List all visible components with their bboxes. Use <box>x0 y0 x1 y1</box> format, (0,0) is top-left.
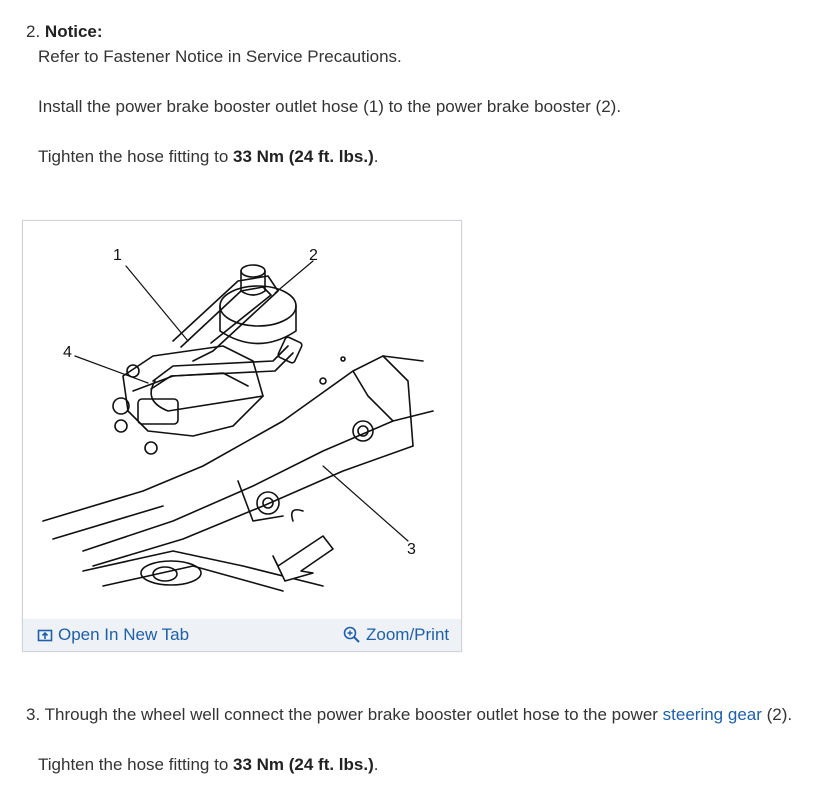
torque-value: 33 Nm (24 ft. lbs.) <box>233 147 374 166</box>
step-3-torque-instruction: Tighten the hose fitting to 33 Nm (24 ft… <box>38 755 379 775</box>
open-new-tab-icon <box>37 627 53 643</box>
zoom-print-button[interactable]: Zoom/Print <box>343 625 449 645</box>
torque-suffix: . <box>373 755 379 774</box>
open-in-new-tab-label: Open In New Tab <box>58 625 190 644</box>
callout-2: 2 <box>309 247 318 264</box>
step-3-prefix: Through the wheel well connect the power… <box>44 705 663 724</box>
step-3-instruction: 3. Through the wheel well connect the po… <box>26 705 792 725</box>
steering-gear-link[interactable]: steering gear <box>662 705 762 724</box>
step-number: 2. <box>26 22 41 41</box>
torque-instruction: Tighten the hose fitting to 33 Nm (24 ft… <box>38 147 379 167</box>
open-in-new-tab-button[interactable]: Open In New Tab <box>37 625 189 645</box>
install-instruction: Install the power brake booster outlet h… <box>38 97 622 116</box>
zoom-in-icon <box>343 626 361 644</box>
power-brake-booster-illustration <box>42 260 434 592</box>
callout-4: 4 <box>63 344 72 361</box>
figure-action-bar: Open In New Tab Zoom/Print <box>23 619 461 651</box>
torque-prefix: Tighten the hose fitting to <box>38 755 233 774</box>
zoom-print-label: Zoom/Print <box>366 625 450 644</box>
step-2-heading: 2. Notice: <box>26 22 103 42</box>
step-3-suffix: (2). <box>761 705 793 724</box>
torque-prefix: Tighten the hose fitting to <box>38 147 233 166</box>
figure-container: 1 2 3 4 Open In New Tab Zoom/Print <box>22 220 462 652</box>
notice-text: Refer to Fastener Notice in Service Prec… <box>38 47 402 66</box>
torque-suffix: . <box>373 147 379 166</box>
step-number: 3. <box>26 705 41 724</box>
callout-3: 3 <box>407 541 416 558</box>
torque-value: 33 Nm (24 ft. lbs.) <box>233 755 374 774</box>
notice-label: Notice: <box>44 22 103 41</box>
callout-1: 1 <box>113 247 122 264</box>
